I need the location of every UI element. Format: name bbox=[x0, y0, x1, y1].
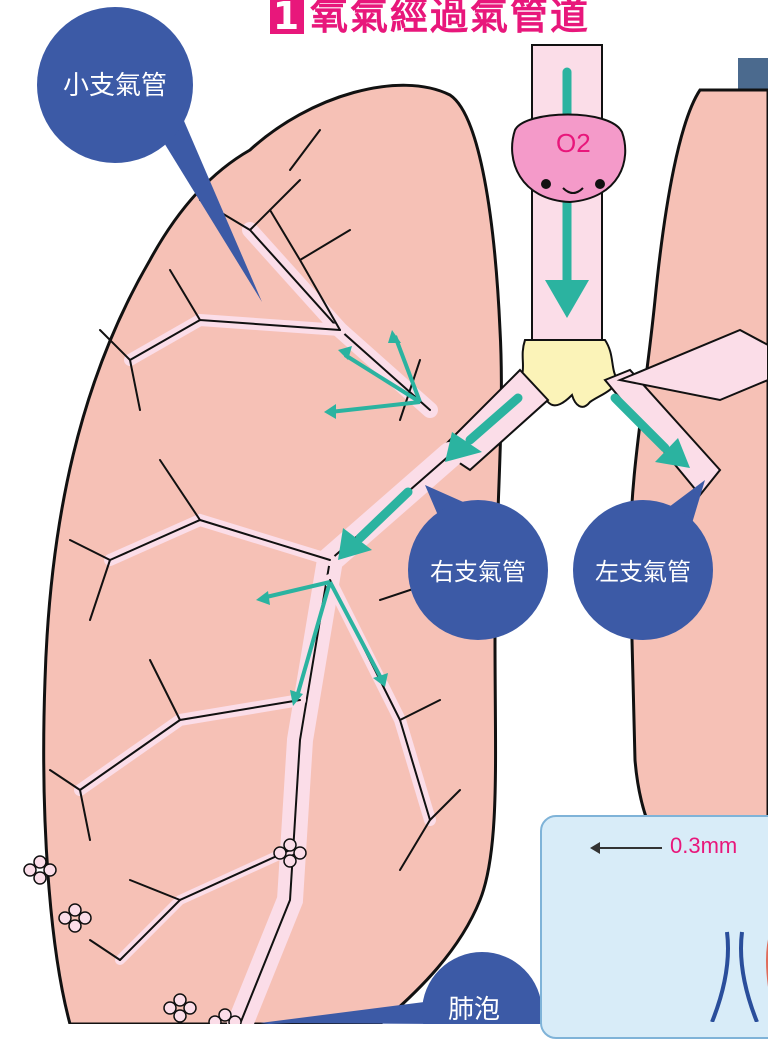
scale-label: 0.3mm bbox=[670, 833, 737, 859]
right-bronchus-label: 右支氣管 bbox=[430, 558, 526, 586]
oxygen-label: O2 bbox=[556, 128, 591, 158]
callout-left-bronchus: 左支氣管 bbox=[573, 480, 713, 640]
alveoli-zoom-inset: 0.3mm bbox=[540, 815, 768, 1039]
scale-arrow bbox=[592, 847, 662, 849]
small-bronchus-label: 小支氣管 bbox=[63, 71, 167, 101]
left-bronchus-label: 左支氣管 bbox=[595, 558, 691, 586]
capillary-sketch bbox=[697, 912, 768, 1022]
alveoli-label: 肺泡 bbox=[448, 995, 500, 1024]
oxygen-character: O2 bbox=[512, 115, 625, 203]
